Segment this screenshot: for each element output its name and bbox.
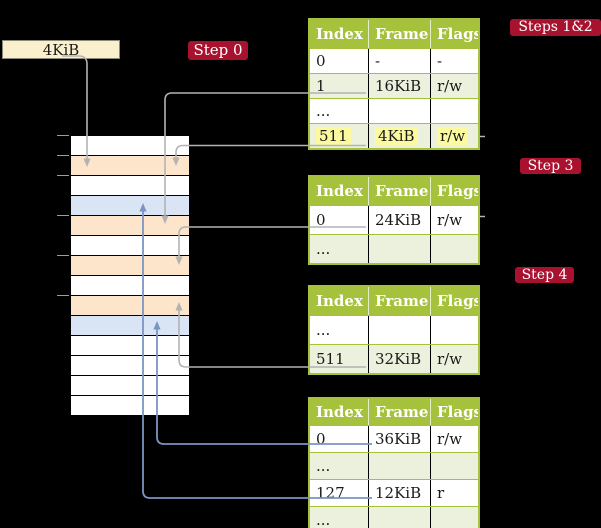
memory-frame-row-9-orange <box>71 296 189 316</box>
column-header-frame: Frame <box>368 20 430 48</box>
memory-frame-row-12-white <box>71 356 189 376</box>
table-cell-index: 0 <box>316 52 326 70</box>
table-cell-frame <box>368 507 430 528</box>
table-cell-frame <box>368 235 430 263</box>
table-cell-frame <box>368 99 430 123</box>
column-header-flags: Flags <box>430 399 478 425</box>
memory-frame-row-14-white <box>71 396 189 415</box>
column-header-index: Index <box>310 177 368 205</box>
table-cell-index: 0 <box>316 211 326 229</box>
memory-frame-row-1-white <box>71 136 189 156</box>
table-cell-index: 1 <box>316 77 326 95</box>
table-cell-index: ... <box>316 240 331 258</box>
page-table-row-511: 511 4KiB r/w <box>310 124 478 148</box>
memory-frame-row-5-orange <box>71 216 189 236</box>
memory-frame-row-2-orange <box>71 156 189 176</box>
column-header-index: Index <box>310 287 368 315</box>
column-header-flags: Flags <box>430 177 478 205</box>
badge-steps-1-and-2: Steps 1&2 <box>510 19 601 36</box>
table-cell-flags <box>430 453 478 479</box>
table-cell-frame: 16KiB <box>368 74 430 98</box>
table-cell-frame: 36KiB <box>368 426 430 452</box>
table-cell-frame <box>368 453 430 479</box>
table-cell-frame: 12KiB <box>368 480 430 506</box>
page-table-row-...: ... <box>310 99 478 123</box>
column-header-index: Index <box>310 20 368 48</box>
page-table-row-0: 0 -- <box>310 49 478 73</box>
page-table-row-...: ... <box>310 507 478 528</box>
table-cell-index: 511 <box>316 350 345 368</box>
table-cell-flags <box>430 316 478 344</box>
table-cell-flags <box>430 235 478 263</box>
badge-step-4: Step 4 <box>515 267 574 283</box>
column-header-frame: Frame <box>368 287 430 315</box>
table-cell-index: 127 <box>316 484 345 502</box>
memory-frame-row-10-blue <box>71 316 189 336</box>
memory-frame-row-6-white <box>71 236 189 256</box>
physical-memory-column <box>70 135 190 416</box>
page-table-row-...: ... <box>310 316 478 344</box>
column-header-flags: Flags <box>430 20 478 48</box>
table-cell-flags: r/w <box>430 74 478 98</box>
frame-size-label: 4KiB <box>2 40 120 59</box>
table-cell-flags: r <box>430 480 478 506</box>
column-header-flags: Flags <box>430 287 478 315</box>
badge-step-3: Step 3 <box>520 158 581 174</box>
page-table-row-...: ... <box>310 453 478 479</box>
memory-frame-row-11-white <box>71 336 189 356</box>
table-cell-flags <box>430 507 478 528</box>
highlighted-value: r/w <box>437 127 469 145</box>
table-cell-frame: 32KiB <box>368 345 430 373</box>
table-cell-index: 511 <box>310 124 368 148</box>
table-cell-frame: 4KiB <box>368 124 430 148</box>
column-header-index: Index <box>310 399 368 425</box>
table-cell-index: 0 <box>316 430 326 448</box>
memory-frame-row-3-white <box>71 176 189 196</box>
table-cell-frame: - <box>368 49 430 73</box>
column-header-frame: Frame <box>368 399 430 425</box>
highlighted-value: 4KiB <box>375 127 418 145</box>
highlighted-value: 511 <box>316 127 351 145</box>
table-cell-flags: r/w <box>430 426 478 452</box>
table-cell-flags: - <box>430 49 478 73</box>
column-header-frame: Frame <box>368 177 430 205</box>
badge-step-0: Step 0 <box>188 41 248 60</box>
table-cell-flags <box>430 99 478 123</box>
memory-frame-row-13-white <box>71 376 189 396</box>
table-cell-flags: r/w <box>430 124 478 148</box>
table-cell-index: ... <box>316 457 331 475</box>
table-cell-index: ... <box>316 321 331 339</box>
table-cell-index: ... <box>316 511 331 528</box>
table-cell-frame <box>368 316 430 344</box>
page-table-row-...: ... <box>310 235 478 263</box>
memory-frame-row-4-blue <box>71 196 189 216</box>
table-cell-flags: r/w <box>430 345 478 373</box>
table-cell-flags: r/w <box>430 206 478 234</box>
memory-frame-row-8-white <box>71 276 189 296</box>
table-cell-frame: 24KiB <box>368 206 430 234</box>
table-cell-index: ... <box>316 102 331 120</box>
memory-frame-row-7-orange <box>71 256 189 276</box>
